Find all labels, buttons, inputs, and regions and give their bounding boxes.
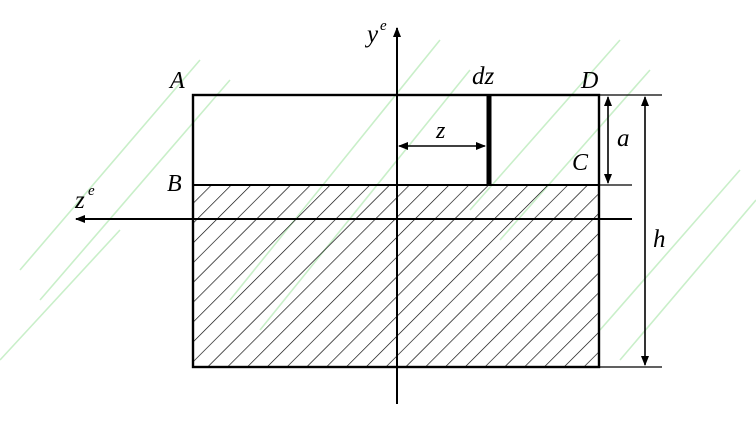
label-D: D: [580, 68, 598, 94]
label-dz: dz: [472, 63, 495, 90]
label-y-axis-sup: e: [380, 18, 387, 34]
label-z-axis: z: [74, 187, 85, 214]
label-y-axis: y: [364, 21, 379, 48]
label-B: B: [167, 171, 182, 197]
label-a: a: [617, 125, 630, 152]
label-z-axis-sup: e: [88, 183, 95, 199]
label-z: z: [435, 118, 446, 144]
label-A: A: [168, 68, 185, 94]
label-C: C: [572, 150, 589, 176]
label-h: h: [653, 226, 666, 253]
